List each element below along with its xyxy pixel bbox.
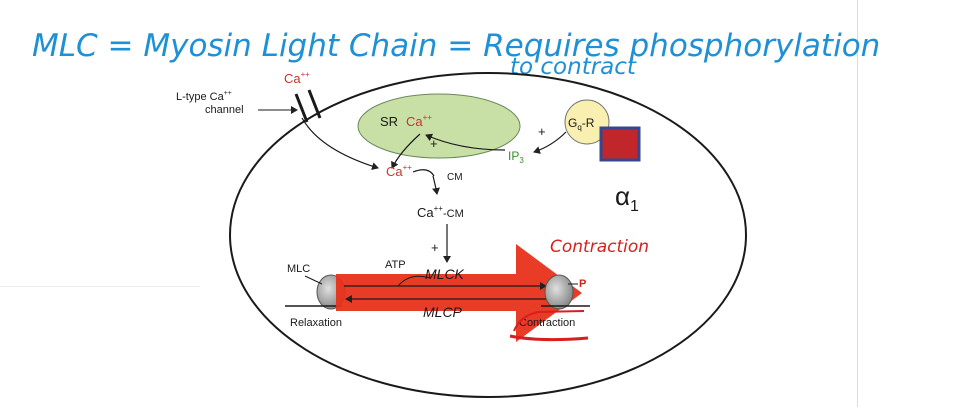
handwritten-title-line2: to contract bbox=[510, 54, 637, 80]
plus-sr-label: + bbox=[430, 136, 438, 151]
contraction-big-arrow bbox=[336, 244, 582, 342]
gq-receptor-circle bbox=[564, 99, 610, 145]
ca-to-cacm-arrow bbox=[432, 175, 440, 195]
atp-curve bbox=[397, 275, 431, 287]
ca-mid-label: Ca++ bbox=[386, 163, 412, 179]
channel-bar-right bbox=[307, 89, 322, 119]
page-right-divider bbox=[857, 0, 858, 407]
ca-top-label: Ca++ bbox=[284, 70, 310, 86]
contraction-label: Contraction bbox=[519, 317, 575, 329]
ca-cm-label: Ca++-CM bbox=[417, 204, 464, 220]
ca-sr-label: Ca++ bbox=[406, 113, 432, 129]
sr-release-arrow bbox=[391, 133, 421, 169]
alpha1-label: α1 bbox=[615, 181, 639, 215]
sarcoplasmic-reticulum bbox=[357, 93, 521, 159]
sr-label: SR bbox=[380, 114, 398, 129]
channel-label: channel bbox=[205, 104, 244, 116]
mlcp-label: MLCP bbox=[423, 304, 463, 320]
mlc-phosphorylated-ball bbox=[544, 274, 574, 310]
red-underline bbox=[509, 334, 589, 342]
mlck-label: MLCK bbox=[425, 266, 465, 282]
cm-binding-curve bbox=[412, 169, 435, 177]
alpha1-receptor-box bbox=[599, 126, 641, 162]
mlc-label: MLC bbox=[287, 263, 310, 275]
plus-mlck-label: + bbox=[431, 240, 439, 255]
atp-label: ATP bbox=[385, 259, 406, 271]
page-horizontal-rule bbox=[0, 286, 200, 287]
mlc-pointer bbox=[304, 275, 323, 285]
phosphate-label: P bbox=[579, 278, 586, 290]
red-circle-top bbox=[513, 310, 585, 332]
l-type-label: L-type Ca++ bbox=[176, 90, 232, 103]
handwritten-contraction-note: Contraction bbox=[550, 237, 649, 257]
handwritten-title-line1: MLC = Myosin Light Chain = Requires phos… bbox=[32, 28, 880, 64]
ip3-to-sr-arrow bbox=[425, 133, 506, 151]
ca-influx-arrow bbox=[301, 117, 379, 171]
channel-bar-left bbox=[294, 93, 309, 123]
plus-gq-label: + bbox=[538, 124, 546, 139]
relaxation-label: Relaxation bbox=[290, 317, 342, 329]
gq-to-ip3-arrow bbox=[533, 131, 567, 154]
cell-membrane bbox=[229, 72, 747, 398]
ip3-label: IP3 bbox=[508, 149, 524, 165]
gq-r-label: Gq-R bbox=[568, 116, 595, 132]
cm-label: CM bbox=[447, 172, 463, 183]
